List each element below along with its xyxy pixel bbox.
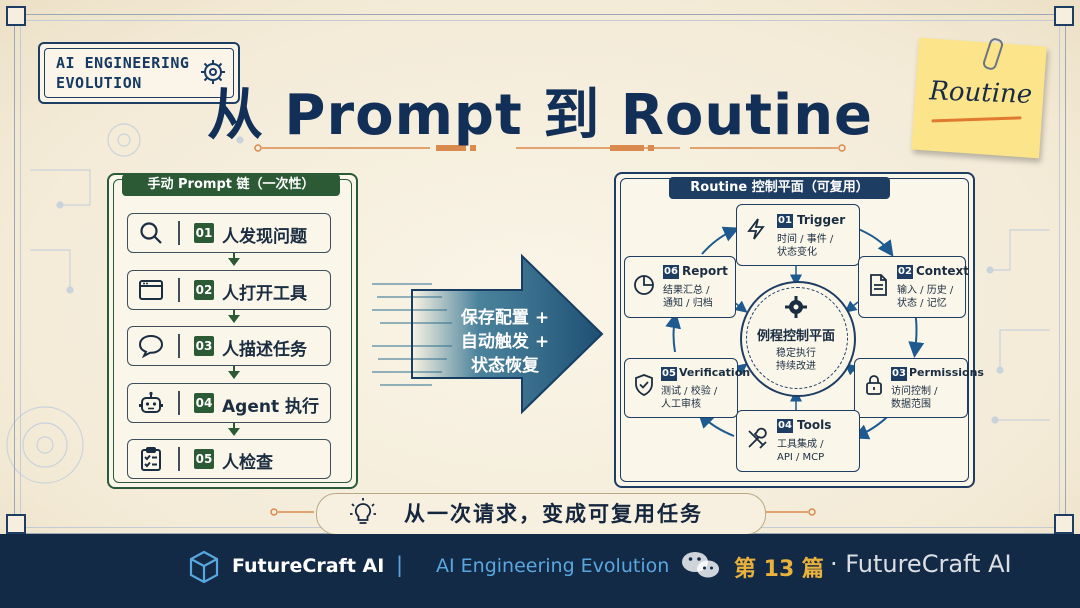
step-label: 人检查: [222, 453, 273, 473]
pie-chart-icon: [634, 275, 654, 295]
hub-line-1: 稳定执行: [776, 348, 816, 359]
node-desc-1: 时间 / 事件 /: [777, 234, 834, 245]
node-number: 02: [897, 265, 913, 279]
hub-title: 例程控制平面: [756, 329, 835, 344]
page-title: 从 Prompt 到 Routine: [206, 83, 874, 148]
down-arrow: [228, 371, 240, 379]
node-title: Verification: [679, 366, 751, 379]
node-number: 06: [663, 265, 679, 279]
node-number: 01: [777, 214, 793, 228]
node-title: Trigger: [797, 213, 846, 227]
node-title: Context: [916, 264, 969, 278]
node-desc-1: 工具集成 /: [777, 439, 824, 450]
node-permissions: 03 Permissions 访问控制 / 数据范围: [854, 358, 984, 418]
step-2: 02 人打开工具: [127, 270, 331, 310]
arrow-line-1: 保存配置 +: [460, 308, 550, 328]
step-number: 05: [194, 449, 214, 469]
step-number: 04: [194, 393, 214, 413]
step-label: 人打开工具: [222, 284, 307, 304]
frame-corner: [1054, 6, 1074, 26]
arrow-line-3: 状态恢复: [471, 356, 539, 376]
clipboard-check-icon: [141, 447, 161, 471]
step-1: 01 人发现问题: [127, 213, 331, 253]
node-desc-2: 状态 / 记忆: [897, 298, 947, 309]
footer-watermark: · FutureCraft AI: [830, 550, 1012, 578]
tagline-text: 从一次请求，变成可复用任务: [404, 502, 703, 526]
shield-check-icon: [635, 374, 653, 396]
node-title: Report: [682, 264, 728, 278]
frame-corner: [6, 514, 26, 534]
step-5: 05 人检查: [127, 439, 331, 479]
node-number: 04: [777, 419, 793, 433]
node-desc-1: 输入 / 历史 /: [897, 285, 954, 296]
tagline-banner: [316, 493, 766, 535]
footer-series: AI Engineering Evolution: [436, 555, 670, 577]
step-4: 04 Agent 执行: [127, 383, 331, 423]
node-verification: 05 Verification 测试 / 校验 / 人工审核: [624, 358, 750, 418]
node-tools: 04 Tools 工具集成 / API / MCP: [736, 410, 860, 472]
down-arrow: [228, 315, 240, 323]
hub-line-2: 持续改进: [776, 361, 816, 372]
frame-corner: [6, 6, 26, 26]
robot-icon: [139, 391, 163, 413]
wechat-icon: [682, 552, 719, 578]
step-label: 人描述任务: [222, 340, 307, 360]
step-number: 03: [194, 336, 214, 356]
frame-corner: [1054, 514, 1074, 534]
node-desc-2: 通知 / 归档: [663, 298, 713, 309]
node-number: 03: [891, 367, 907, 381]
node-desc-1: 访问控制 /: [891, 386, 938, 397]
transform-arrow: [372, 253, 604, 415]
step-label: 人发现问题: [222, 227, 307, 247]
gear-icon: [201, 60, 225, 84]
badge-line-2: EVOLUTION: [56, 74, 142, 92]
browser-window-icon: [139, 280, 163, 300]
step-number: 02: [194, 280, 214, 300]
down-arrow: [228, 258, 240, 266]
step-label: Agent 执行: [222, 397, 320, 417]
badge-line-1: AI ENGINEERING: [56, 54, 190, 72]
series-badge: AI ENGINEERING EVOLUTION: [38, 42, 240, 104]
lock-icon: [866, 375, 882, 395]
node-title: Permissions: [909, 366, 984, 379]
node-desc-2: 数据范围: [891, 399, 931, 410]
gear-icon: [785, 296, 807, 318]
routine-control-label: Routine 控制平面（可复用）: [669, 177, 890, 199]
node-title: Tools: [797, 418, 832, 432]
node-desc-1: 测试 / 校验 /: [661, 386, 718, 397]
arrow-line-2: 自动触发 +: [460, 332, 550, 352]
node-desc-1: 结果汇总 /: [663, 285, 710, 296]
footer-separator: |: [396, 553, 404, 577]
wrench-icon: [748, 427, 767, 449]
document-icon: [870, 274, 887, 296]
issue-number: 第 13 篇: [734, 557, 824, 582]
chat-bubble-icon: [138, 334, 164, 359]
lightbulb-icon: [350, 498, 376, 524]
footer-bar: [0, 534, 1080, 608]
node-report: 06 Report 结果汇总 / 通知 / 归档: [624, 256, 736, 318]
search-icon: [140, 222, 162, 244]
step-number: 01: [194, 223, 214, 243]
node-desc-2: 状态变化: [777, 247, 817, 258]
node-desc-2: API / MCP: [777, 452, 825, 463]
node-number: 05: [661, 367, 677, 381]
node-context: 02 Context 输入 / 历史 / 状态 / 记忆: [858, 256, 969, 318]
manual-prompt-label: 手动 Prompt 链（一次性）: [122, 174, 340, 196]
lightning-icon: [747, 218, 765, 240]
node-trigger: 01 Trigger 时间 / 事件 / 状态变化: [736, 204, 860, 266]
down-arrow: [228, 428, 240, 436]
cube-icon: [189, 550, 219, 584]
step-3: 03 人描述任务: [127, 326, 331, 366]
footer-brand: FutureCraft AI: [232, 555, 385, 577]
node-desc-2: 人工审核: [661, 399, 701, 410]
